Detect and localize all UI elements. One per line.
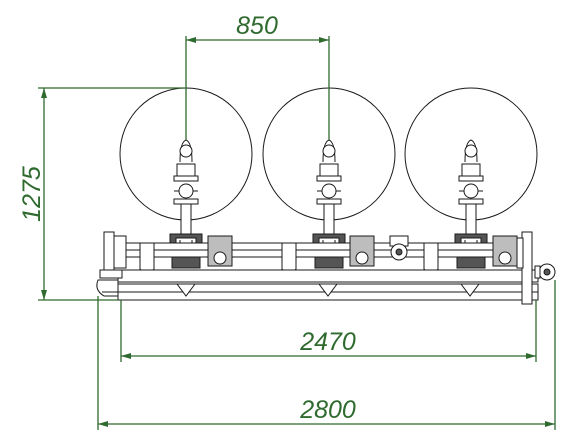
right-flange-assembly xyxy=(516,231,556,305)
dim-tank-spacing: 850 xyxy=(185,12,330,140)
dim-label-tank-spacing: 850 xyxy=(236,12,278,40)
dim-frame-length: 2470 xyxy=(120,300,537,362)
dim-overall-length: 2800 xyxy=(97,280,556,430)
dim-label-height: 1275 xyxy=(18,166,46,222)
dim-label-frame-length: 2470 xyxy=(299,328,356,356)
lower-collector xyxy=(117,269,539,301)
dim-height: 1275 xyxy=(18,87,186,301)
dim-label-overall-length: 2800 xyxy=(299,396,356,424)
left-flange-assembly xyxy=(96,231,127,297)
